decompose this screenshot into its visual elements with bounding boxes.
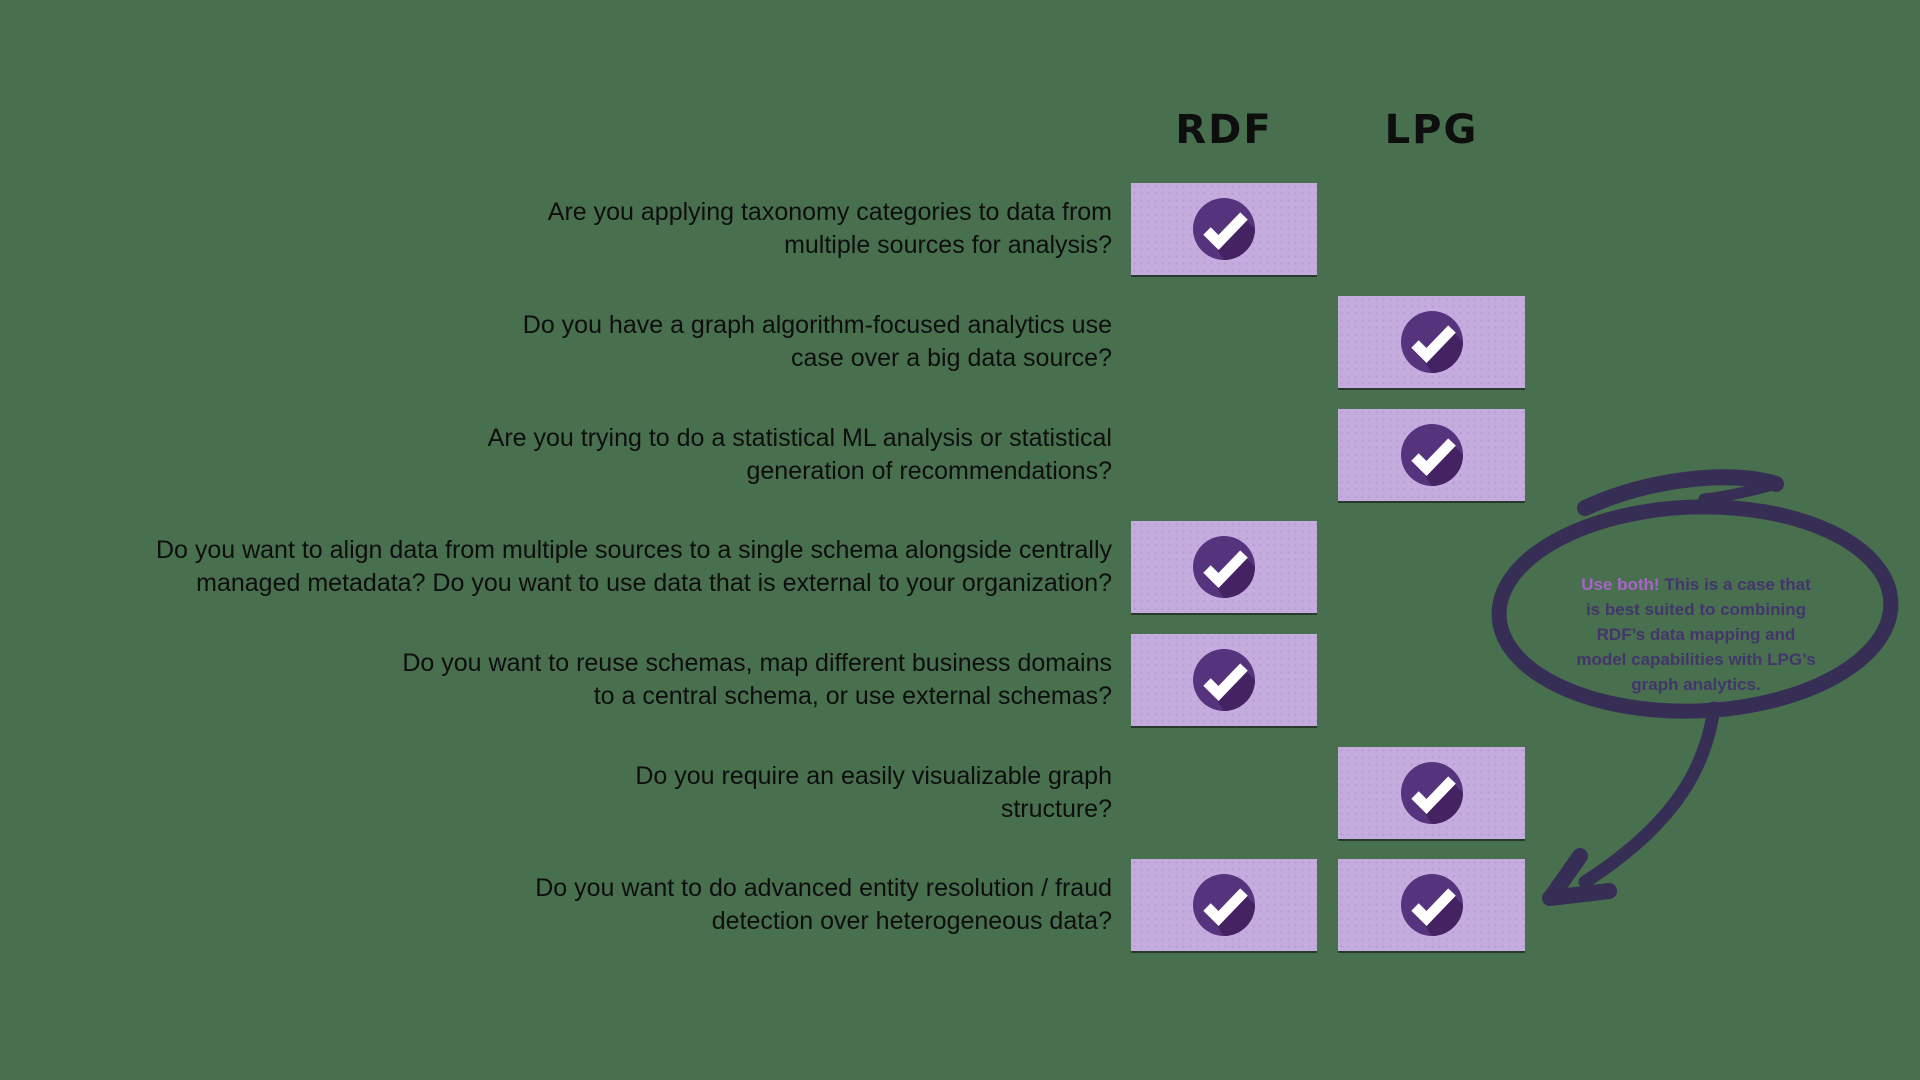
question-text: Do you want to reuse schemas, map differ… [402, 649, 1112, 710]
rdf-check-cell [1131, 183, 1317, 275]
check-icon [1400, 762, 1463, 824]
callout-body: This is a case that is best suited to co… [1576, 575, 1816, 694]
lpg-check-cell [1338, 409, 1525, 501]
column-header-lpg: LPG [1384, 107, 1479, 153]
question-row: Do you require an easily visualizable gr… [0, 747, 1920, 839]
lpg-check-cell [1338, 296, 1525, 388]
question-row: Do you want to do advanced entity resolu… [0, 859, 1920, 951]
question-text: Do you require an easily visualizable gr… [635, 762, 1112, 823]
lpg-check-cell [1338, 859, 1525, 951]
question-row: Are you trying to do a statistical ML an… [0, 409, 1920, 501]
column-header-rdf: RDF [1175, 107, 1273, 153]
check-icon [1193, 536, 1255, 598]
lpg-check-cell [1338, 747, 1525, 839]
question-row: Do you have a graph algorithm-focused an… [0, 296, 1920, 388]
check-icon [1400, 874, 1463, 936]
callout-highlight: Use both! [1581, 575, 1660, 594]
rdf-check-cell [1131, 521, 1317, 613]
rdf-check-cell [1131, 634, 1317, 726]
check-icon [1193, 649, 1255, 711]
question-row: Do you want to reuse schemas, map differ… [0, 634, 1920, 726]
callout-text: Use both! This is a case that is best su… [1535, 547, 1857, 697]
question-text: Are you trying to do a statistical ML an… [487, 424, 1112, 485]
question-text: Are you applying taxonomy categories to … [547, 198, 1112, 259]
question-row: Do you want to align data from multiple … [0, 521, 1920, 613]
check-icon [1400, 311, 1463, 373]
question-text: Do you want to do advanced entity resolu… [535, 874, 1112, 935]
check-icon [1193, 874, 1255, 936]
question-row: Are you applying taxonomy categories to … [0, 183, 1920, 275]
question-text: Do you want to align data from multiple … [155, 536, 1112, 597]
rdf-check-cell [1131, 859, 1317, 951]
question-text: Do you have a graph algorithm-focused an… [522, 311, 1112, 372]
check-icon [1400, 424, 1463, 486]
check-icon [1193, 198, 1255, 260]
